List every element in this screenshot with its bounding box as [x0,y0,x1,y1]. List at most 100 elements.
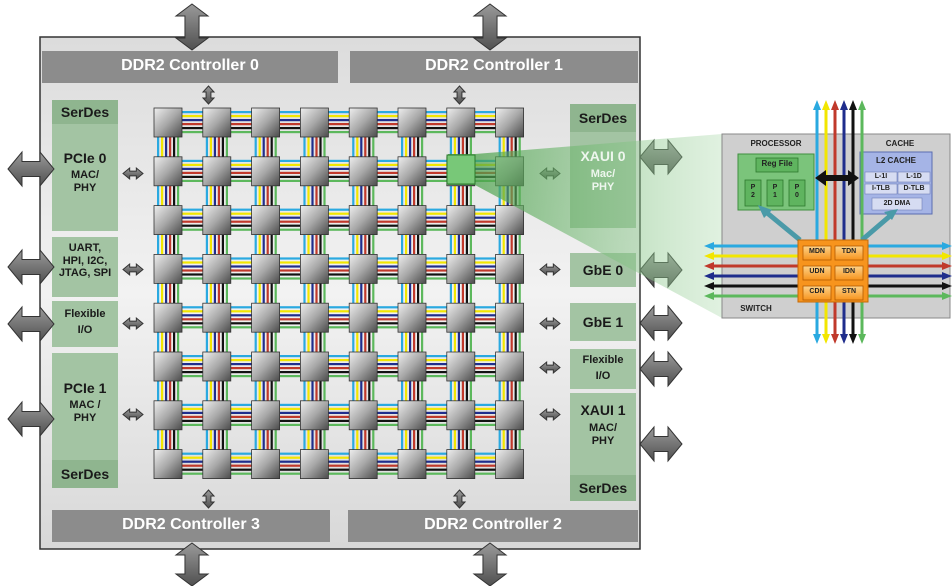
mesh-link-h [474,355,496,358]
mesh-link-v [311,283,314,304]
mesh-link-v [173,381,176,401]
mesh-link-h [474,131,496,134]
mesh-link-v [258,381,261,401]
mesh-link-v [169,332,172,352]
mesh-link-v [372,332,375,352]
switch-network-box [834,245,864,261]
l1d-box [897,171,931,183]
mesh-tile [299,107,329,138]
l1i-label: L-1I [874,173,888,180]
mesh-link-v [514,283,517,304]
network-arrowhead-left [704,252,714,260]
mesh-link-v [453,283,456,304]
mesh-link-v [205,283,208,304]
mesh-link-v [401,283,404,304]
mesh-link-v [157,283,160,304]
pcie0-internal-arrow [122,166,144,181]
mesh-link-h [474,123,496,126]
ddr2-controller-3-block [52,510,330,542]
mesh-link-h [279,228,301,231]
mesh-tile [348,351,378,382]
mesh-link-h [328,163,350,166]
mesh-link-h [474,359,496,362]
mesh-link-v [307,185,310,206]
mesh-link-h [377,359,398,362]
mesh-link-v [510,234,513,255]
network-arrowhead-left [704,292,714,300]
network-arrowhead-left [704,282,714,290]
mesh-link-h [328,228,350,231]
mesh-link-h [279,318,301,321]
mesh-link-v [352,185,355,206]
mesh-link-v [356,137,359,157]
ddr2-controller-0-label: DDR2 Controller 0 [121,57,259,74]
mesh-link-h [377,456,398,459]
mesh-link-v [217,137,220,157]
mesh-link-v [311,185,314,206]
mesh-link-v [465,283,468,304]
mesh-link-v [225,234,228,255]
pipeline-0-box [788,179,806,207]
mesh-link-h [182,468,203,471]
mesh-link-h [426,208,447,211]
mesh-link-h [230,468,252,471]
mesh-link-h [182,277,203,280]
mesh-link-h [377,123,398,126]
mesh-link-v [262,332,265,352]
mesh-link-v [510,429,513,450]
mesh-link-h [328,359,350,362]
processor-heading: PROCESSOR [750,139,802,148]
mesh-link-v [364,381,367,401]
mesh-link-v [262,234,265,255]
mesh-link-v [453,332,456,352]
network-mdn-label: MDN [809,248,825,255]
network-tdn-label: TDN [841,248,857,255]
mesh-link-v [311,381,314,401]
mesh-link-v [209,185,212,206]
mesh-link-v [225,332,228,352]
mesh-link-h [377,220,398,223]
mesh-link-h [377,367,398,370]
mesh-link-h [377,460,398,463]
mesh-link-h [377,208,398,211]
mesh-link-h [377,224,398,227]
tile-mesh [153,107,525,480]
network-arrowhead-up [849,100,857,110]
xaui1-internal-arrow [539,407,561,422]
mesh-link-v [417,234,420,255]
mesh-link-h [377,163,398,166]
mesh-link-v [274,185,277,206]
mesh-link-h [182,265,203,268]
mesh-link-v [360,381,363,401]
mesh-link-v [469,429,472,450]
mesh-link-v [498,137,501,157]
mesh-tile [397,400,427,431]
mesh-link-h [474,326,496,329]
mesh-link-h [426,265,447,268]
network-arrowhead-right [942,282,952,290]
mesh-link-h [182,359,203,362]
mesh-link-v [323,429,326,450]
mesh-link-h [474,208,496,211]
gbe1-block [570,303,636,341]
mesh-link-h [474,115,496,118]
network-arrowhead-left [704,262,714,270]
mesh-link-v [421,429,424,450]
mesh-link-h [328,419,350,422]
mesh-link-v [352,234,355,255]
mesh-link-v [401,429,404,450]
mesh-link-v [368,429,371,450]
mesh-link-v [225,429,228,450]
mesh-link-h [182,456,203,459]
left-flexible-line-1: Flexible [64,308,106,320]
mesh-link-h [279,355,301,358]
dma-label: 2D DMA [883,200,911,207]
mesh-tile [299,351,329,382]
mesh-link-h [230,415,252,418]
mesh-link-v [161,185,164,206]
mesh-link-h [377,326,398,329]
mesh-link-h [279,403,301,406]
mesh-link-v [453,185,456,206]
uart-block [52,237,118,297]
